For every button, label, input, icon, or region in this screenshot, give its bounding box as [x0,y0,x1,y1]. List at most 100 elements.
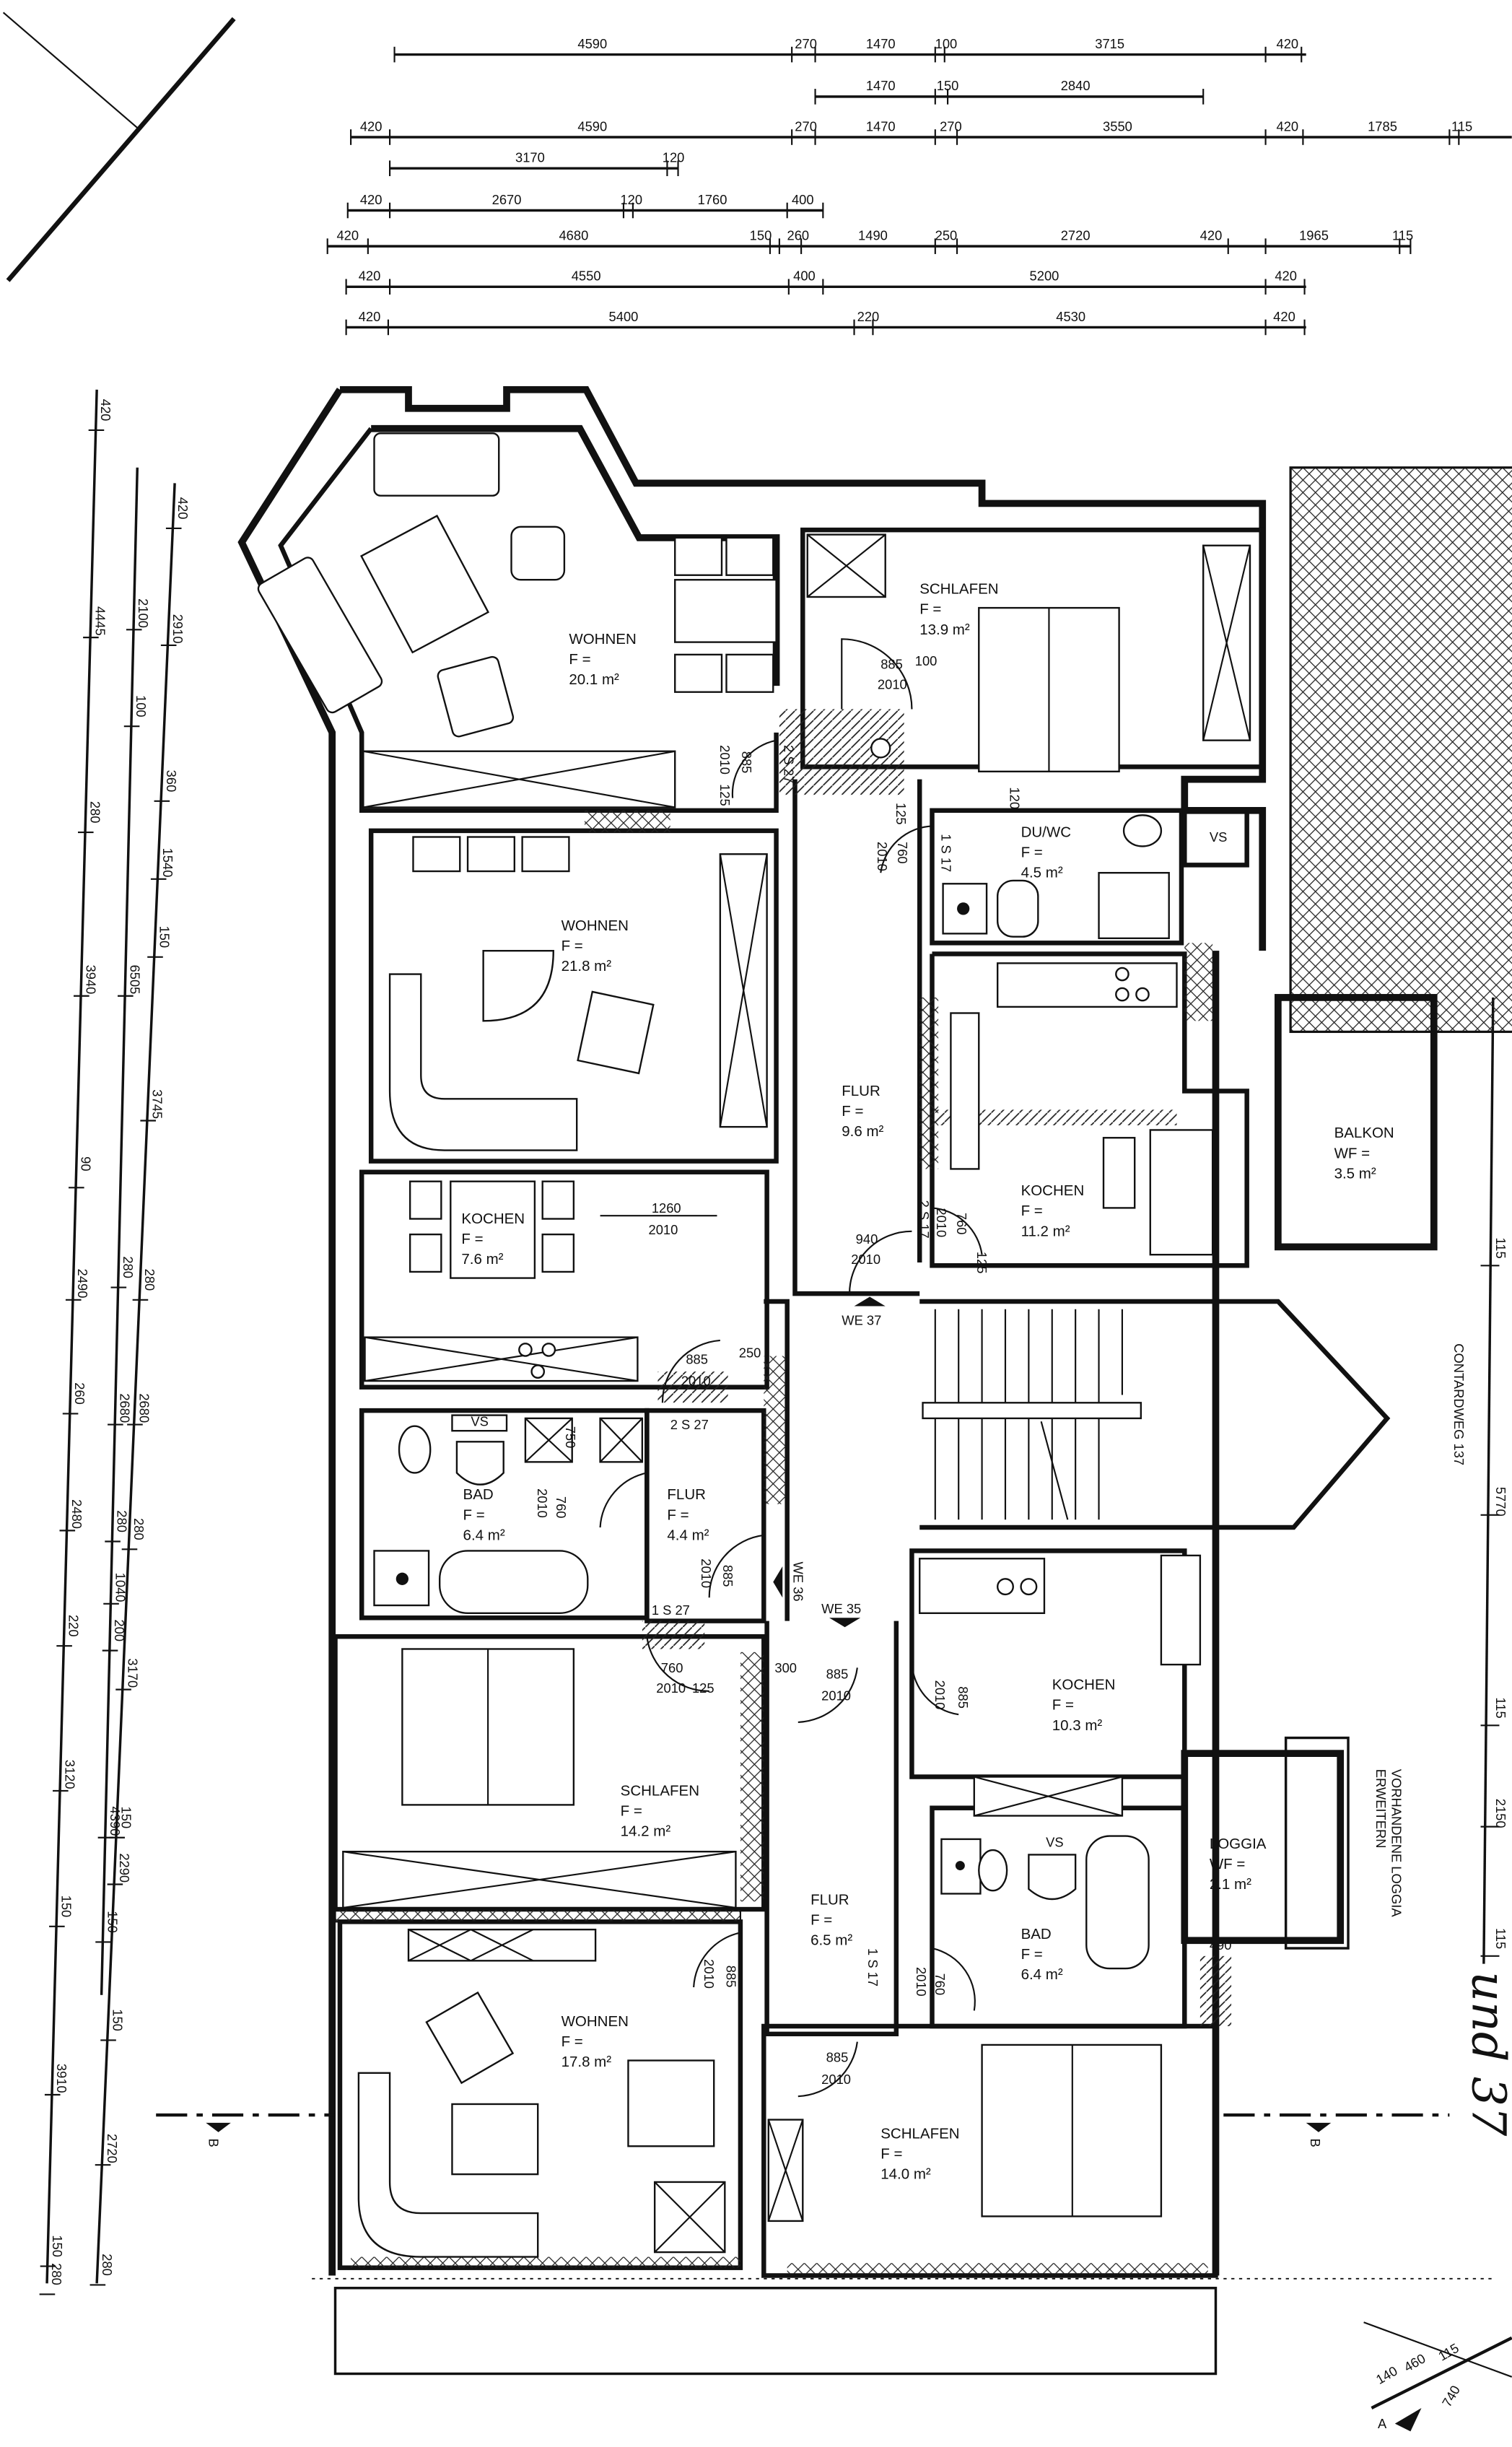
dimension-label: 2290 [117,1853,132,1883]
door-type: 2 S 27 [670,1417,709,1432]
dimension-label: 150 [110,2009,126,2031]
room-area: 3.5 m² [1334,1165,1376,1182]
dimension-label: 5770 [1493,1487,1508,1517]
dimension-label: 1540 [160,848,175,878]
door-type: 2 S 17 [917,1200,932,1239]
hatched-wall-sections [334,709,1232,2274]
door-height: 2010 [934,1208,949,1237]
room-area-prefix: F = [621,1803,642,1820]
dimension-label: 2150 [1493,1799,1508,1828]
room-area-prefix: F = [1021,1946,1043,1963]
room-area: 9.6 m² [842,1123,883,1140]
dimension-label: 1760 [698,192,727,207]
room-name: BAD [1021,1926,1052,1942]
dimension-label: 1470 [866,118,896,134]
dimension-label: 280 [87,801,102,824]
dimension-label: 220 [857,309,880,324]
section-b-left: B [206,2138,222,2147]
dimension-label: 2720 [1061,228,1091,243]
room-area: 17.8 m² [561,2054,612,2070]
dimension-label: 6505 [127,965,142,995]
dimension-label: 4550 [572,269,601,284]
dimension-label: 5400 [609,309,639,324]
dimension-label: 4390 [108,1807,123,1836]
neighbour-roof-hatched [1289,466,1512,1034]
dimension-label: 3120 [62,1760,77,1789]
dimension-label: 280 [142,1269,157,1291]
door-type: 1 S 17 [865,1948,880,1986]
room-balkon: BALKON WF = 3.5 m² [1334,1125,1394,1182]
door-width: 760 [932,1973,948,1996]
wall-thickness: 125 [692,1680,715,1696]
room-name: BALKON [1334,1125,1394,1141]
entrance-arrow-icon [829,1618,861,1628]
wall-thickness: 125 [974,1252,989,1274]
dimension-label: 270 [940,118,962,134]
door-width: 760 [661,1660,683,1675]
room-name: WOHNEN [561,917,629,934]
door-width: 760 [954,1213,969,1235]
vs-label: VS [1046,1835,1063,1850]
street-name: CONTARDWEG 137 [1451,1343,1467,1465]
room-area-prefix: F = [561,938,583,954]
opening-width: 750 [563,1426,578,1449]
door-annotations: 885 2010 100 2010 885 125 2 S 27 125 120… [471,653,1231,2087]
dimension-label: 3550 [1103,118,1132,134]
dimension-label: 2100 [136,598,151,628]
room-name: KOCHEN [1021,1182,1085,1199]
room-area: 4.5 m² [1021,865,1063,881]
dimension-line [45,389,98,2284]
wall-thickness: 120 [1007,787,1022,809]
dimension-label: 420 [98,399,113,422]
dimension-label: 270 [795,118,817,134]
dimension-label: 420 [336,228,359,243]
door-height: 2010 [535,1488,550,1518]
room-area-prefix: F = [1021,845,1043,861]
dimension-label: 400 [792,192,814,207]
dimension-label: 400 [793,269,816,284]
dimension-label: 280 [100,2254,115,2276]
dimension-label: 150 [50,2235,65,2257]
dimension-label: 150 [58,1896,74,1918]
dimension-label: 2670 [492,192,522,207]
dimension-label: 4590 [577,36,607,51]
neighbour-boundary-line-thin [2,12,138,128]
loggia-note-line1: VORHANDENE LOGGIA [1389,1769,1404,1918]
dimension-label: 90 [78,1156,93,1171]
room-area-prefix: WF = [1334,1145,1371,1161]
dimension-label: 115 [1435,2340,1461,2364]
dimension-label: 4445 [92,606,108,636]
room-area-prefix: F = [463,1506,485,1523]
door-width: 885 [826,2050,849,2065]
dimension-label: 420 [175,497,191,520]
dimension-label: 420 [1276,118,1298,134]
door-width: 760 [895,842,910,864]
dimension-label: 2680 [117,1393,132,1423]
room-name: WOHNEN [561,2013,629,2030]
dimension-label: 2680 [136,1393,152,1423]
left-dimension-chains: 4204445280394090249026024802203120150391… [39,389,191,2295]
room-name: KOCHEN [461,1211,525,1227]
room-area-prefix: WF = [1210,1856,1246,1872]
dimension-label: 5200 [1030,269,1059,284]
dimension-label: 2910 [170,614,185,644]
room-area: 4.4 m² [667,1527,709,1543]
room-area-prefix: F = [880,2146,902,2163]
vs-label: VS [471,1414,488,1429]
loggia-note-line2: ERWEITERN [1373,1769,1389,1849]
dimension-label: 280 [49,2263,64,2285]
vs-label: VS [1210,829,1227,845]
dimension-line [95,483,176,2284]
room-area: 6.4 m² [1021,1966,1063,1983]
room-name: FLUR [667,1486,706,1503]
room-name: WOHNEN [569,631,636,647]
dimension-label: 1470 [866,36,896,51]
